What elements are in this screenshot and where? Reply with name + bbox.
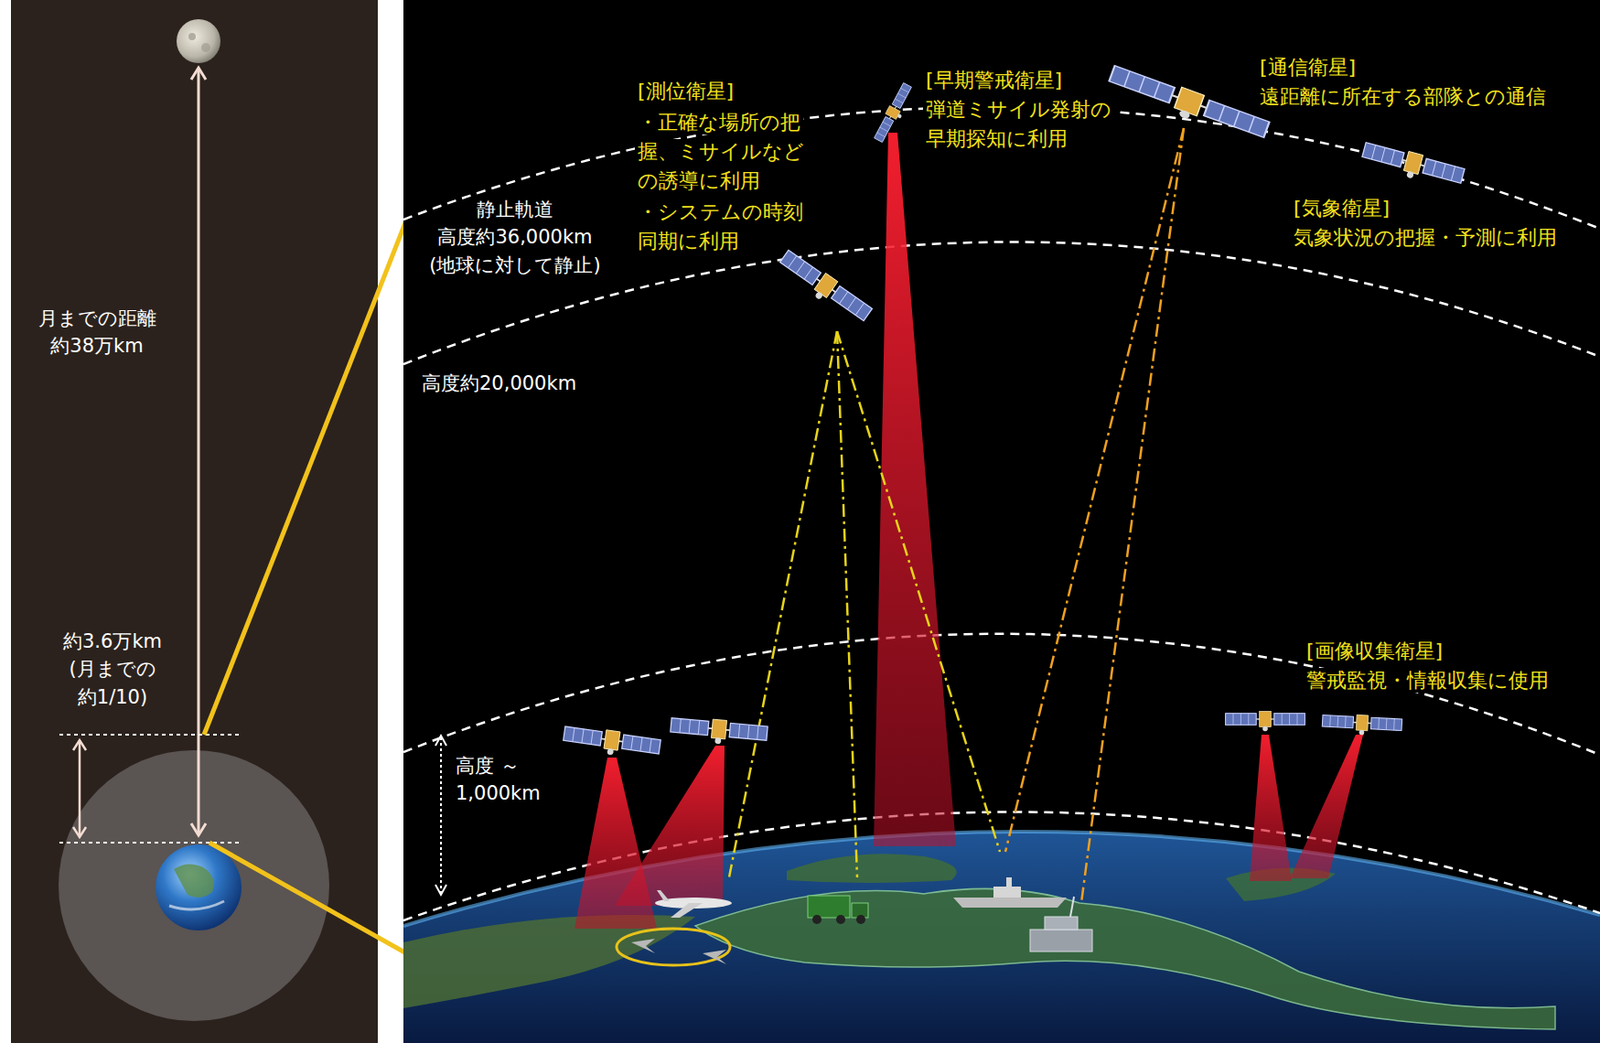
satellite-description: 警戒監視・情報収集に使用 (1303, 667, 1552, 693)
label-holder: 静止軌道 高度約36,000km (地球に対して静止) (414, 195, 616, 280)
dotted-guide (59, 733, 240, 736)
arrow-head (191, 67, 206, 80)
command-building (1030, 896, 1093, 952)
satellite-description: 気象状況の把握・予測に利用 (1290, 225, 1560, 250)
label-holder: 警戒監視・情報収集に使用 (1303, 665, 1588, 696)
satellite-heading: [早期警戒衛星] (923, 67, 1065, 93)
label-holder: 高度 ～1,000km (452, 751, 581, 808)
signal-line (1081, 128, 1184, 903)
signal-line (1005, 128, 1184, 852)
satellite-description: ・正確な場所の把握、ミサイルなどの誘導に利用 (634, 109, 807, 194)
satellite-description: 弾道ミサイル発射の早期探知に利用 (923, 96, 1115, 151)
fighter-jet (631, 938, 656, 954)
arrow-head (191, 823, 206, 836)
early-warning-satellite (872, 82, 916, 145)
imaging-satellite (562, 724, 662, 763)
label-holder: [通信衛星] (1256, 53, 1587, 83)
orbit-arc (403, 107, 1600, 229)
sensor-beam (1249, 734, 1292, 881)
aircraft (655, 890, 732, 918)
imaging-satellite (669, 715, 768, 748)
weather-satellite (1360, 139, 1466, 192)
signal-line (837, 331, 1000, 852)
label-holder: 高度約20,000km (418, 369, 657, 398)
space-panel (403, 0, 1600, 1043)
label-holder: [測位衛星] (634, 76, 837, 107)
moon-crater (201, 42, 211, 53)
signal-line (837, 331, 858, 878)
orbit-altitude-label: 高度 ～1,000km (452, 753, 544, 806)
label-holder: 月までの距離 約38万km (28, 304, 166, 361)
left-panel (10, 0, 378, 1043)
label-holder: 約3.6万km (月までの 約1/10) (53, 627, 172, 711)
fighter-jet (702, 949, 727, 965)
satellite-description: ・システムの時刻同期に利用 (634, 199, 806, 254)
arrow-head (435, 884, 447, 895)
label-holder: 遠距離に所在する部隊との通信 (1256, 82, 1594, 112)
ship (953, 877, 1067, 908)
land (786, 853, 957, 883)
satellite-heading: [通信衛星] (1256, 54, 1359, 80)
distance-note: 月までの距離 約38万km (38, 307, 157, 357)
zoom-line (209, 842, 409, 955)
signal-line (729, 331, 838, 878)
sensor-beam (614, 745, 725, 906)
distance-arrow (197, 67, 201, 836)
arrow-head (435, 735, 447, 746)
orbit-altitude-label: 高度約20,000km (418, 371, 580, 396)
label-holder: 弾道ミサイル発射の早期探知に利用 (923, 95, 1117, 154)
earth-land (173, 863, 215, 897)
altitude-arrow (440, 737, 442, 893)
arrow-head (73, 740, 86, 751)
earth-cloud (169, 901, 225, 910)
imaging-satellite (1225, 711, 1306, 732)
satellite-description: 遠距離に所在する部隊との通信 (1256, 84, 1549, 109)
satellite-heading: [測位衛星] (634, 78, 737, 104)
earth-surface (403, 831, 1600, 1043)
orbit-altitude-label: 静止軌道 高度約36,000km (地球に対して静止) (426, 197, 603, 278)
label-holder: ・正確な場所の把握、ミサイルなどの誘導に利用 (634, 107, 806, 196)
land (695, 888, 1556, 1030)
communication-satellite (1106, 63, 1271, 147)
label-holder: [早期警戒衛星] (923, 65, 1143, 96)
moon (176, 19, 221, 64)
sensor-beam (1289, 734, 1364, 879)
satellite-heading: [気象衛星] (1290, 195, 1393, 221)
satellite-heading: [画像収集衛星] (1303, 638, 1446, 664)
label-holder: [画像収集衛星] (1303, 636, 1588, 666)
label-holder: 気象状況の把握・予測に利用 (1290, 223, 1593, 253)
label-holder: [気象衛星] (1290, 193, 1593, 224)
altitude-arrow (78, 740, 82, 838)
positioning-satellite (774, 247, 873, 328)
patrol-ring (616, 928, 731, 966)
earth (155, 844, 242, 931)
moon-crater (188, 32, 196, 41)
arrow-head (73, 826, 86, 838)
distance-note: 約3.6万km (月までの 約1/10) (63, 630, 162, 709)
ground-vehicle (807, 895, 869, 924)
label-holder: ・システムの時刻同期に利用 (634, 197, 806, 257)
zoom-line (204, 215, 409, 735)
imaging-satellite (1321, 712, 1403, 737)
